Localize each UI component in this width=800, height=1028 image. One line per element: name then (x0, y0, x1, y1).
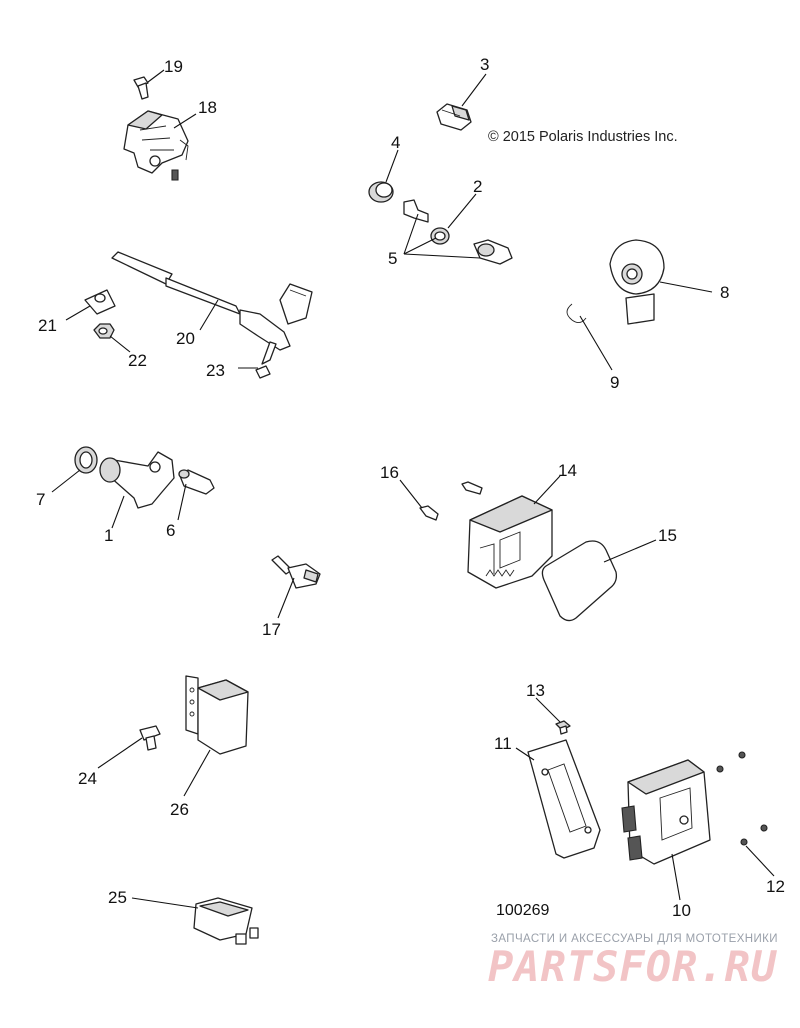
part-19-bolt (133, 76, 149, 100)
callout-7: 7 (36, 490, 45, 509)
callout-10: 10 (672, 901, 691, 920)
part-26-relay (185, 675, 249, 755)
part-9-snap-ring (566, 303, 587, 323)
part-13-screw (555, 720, 571, 735)
part-11-bracket (527, 739, 601, 859)
callout-24: 24 (78, 769, 97, 788)
callout-21: 21 (38, 316, 57, 335)
callout-13: 13 (526, 681, 545, 700)
callout-16: 16 (380, 463, 399, 482)
callout-5: 5 (388, 249, 397, 268)
callout-20: 20 (176, 329, 195, 348)
callout-26: 26 (170, 800, 189, 819)
callout-4: 4 (391, 133, 400, 152)
callout-14: 14 (558, 461, 577, 480)
copyright-notice: © 2015 Polaris Industries Inc. (488, 129, 678, 145)
callout-25: 25 (108, 888, 127, 907)
part-3-plug (436, 103, 472, 131)
part-25-switch (193, 897, 259, 945)
callout-11: 11 (494, 734, 512, 753)
part-23-bolt (255, 341, 277, 379)
watermark-tagline: ЗАПЧАСТИ И АКСЕССУАРЫ ДЛЯ МОТОТЕХНИКИ (491, 933, 778, 945)
callout-18: 18 (198, 98, 217, 117)
part-21-clamp (84, 289, 116, 315)
part-20-speed-sensor (111, 251, 313, 351)
part-18-map-sensor (123, 110, 189, 181)
part-14-housing (467, 495, 553, 589)
part-15-gasket (541, 540, 618, 622)
part-6-bushing (178, 469, 215, 495)
part-8-knock-sensor (609, 239, 665, 325)
leader-lines (51, 69, 775, 909)
callout-3: 3 (480, 55, 489, 74)
part-24-rivet (139, 725, 161, 751)
part-4-cap (368, 181, 394, 203)
callout-8: 8 (720, 283, 729, 302)
callout-22: 22 (128, 351, 147, 370)
callout-labels: 19 18 3 4 2 5 8 9 21 20 22 23 7 1 6 16 1… (36, 55, 785, 920)
part-12-screws (716, 751, 768, 846)
watermark-logo: PARTSFOR.RU (488, 942, 778, 991)
part-16-bolt (419, 481, 483, 521)
callout-17: 17 (262, 620, 281, 639)
callout-12: 12 (766, 877, 785, 896)
part-5-clip (403, 199, 513, 265)
callout-9: 9 (610, 373, 619, 392)
part-22-nut (93, 323, 115, 339)
part-10-ecu (621, 759, 711, 865)
part-7-o-ring (74, 446, 98, 474)
callout-23: 23 (206, 361, 225, 380)
part-1-cam-sensor (99, 451, 175, 509)
callout-6: 6 (166, 521, 175, 540)
drawing-number: 100269 (496, 902, 550, 919)
callout-15: 15 (658, 526, 677, 545)
part-17-temp-sensor (271, 555, 321, 589)
callout-1: 1 (104, 526, 113, 545)
part-2-o-ring (430, 227, 450, 245)
callout-19: 19 (164, 57, 183, 76)
callout-2: 2 (473, 177, 482, 196)
